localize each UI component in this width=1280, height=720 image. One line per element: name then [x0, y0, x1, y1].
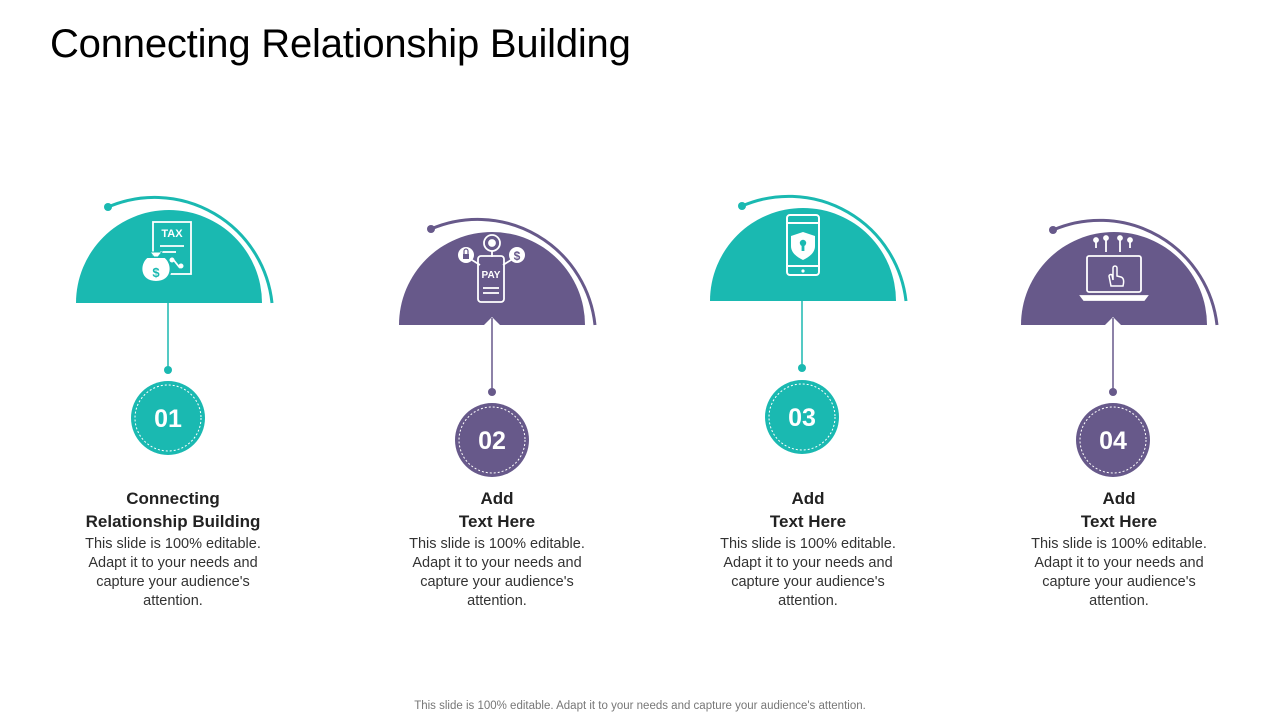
step-1-heading: Connecting Relationship Building [53, 487, 293, 533]
step-1-connector-dot [164, 366, 172, 374]
step-4-outer-arc [1052, 218, 1219, 326]
tax-icon-label: TAX [161, 228, 183, 240]
step-1-number-ring [134, 384, 202, 452]
step-1-heading-line2: Relationship Building [85, 512, 261, 531]
step-1-arc-dot [104, 203, 112, 211]
step-3-heading: Add Text Here [688, 487, 928, 533]
step-4-heading-line1: Add [1102, 489, 1136, 508]
step-3-heading-line1: Add [791, 489, 825, 508]
step-4-arc-dot [1049, 226, 1057, 234]
step-2-graphic: $ PAY [399, 217, 597, 477]
step-3-number: 03 [788, 404, 816, 432]
step-4-number: 04 [1099, 427, 1127, 455]
step-4-connector-dot [1109, 388, 1117, 396]
step-3-connector-dot [798, 364, 806, 372]
step-3-number-circle [765, 380, 839, 454]
step-4-text: Add Text Here This slide is 100% editabl… [999, 487, 1239, 611]
step-2-half-dome [399, 232, 585, 325]
laptop-touch-icon [1079, 235, 1149, 301]
step-1-graphic: TAX $ [76, 195, 274, 455]
step-3-outer-arc [741, 194, 908, 302]
step-4-number-circle [1076, 403, 1150, 477]
step-1-outer-arc [107, 195, 274, 304]
step-3-number-ring [768, 383, 836, 451]
step-2-outer-arc [430, 217, 597, 326]
step-4-heading: Add Text Here [999, 487, 1239, 533]
step-1-heading-line1: Connecting [126, 489, 220, 508]
step-3-text: Add Text Here This slide is 100% editabl… [688, 487, 928, 611]
step-2-text: Add Text Here This slide is 100% editabl… [377, 487, 617, 611]
step-2-body: This slide is 100% editable. Adapt it to… [409, 536, 585, 609]
step-1-text: Connecting Relationship Building This sl… [53, 487, 293, 611]
step-3-body: This slide is 100% editable. Adapt it to… [720, 536, 896, 609]
step-4-body: This slide is 100% editable. Adapt it to… [1031, 536, 1207, 609]
step-1-half-dome [76, 210, 262, 303]
step-1-number: 01 [154, 405, 182, 433]
pay-dollar-sign: $ [514, 249, 521, 263]
pay-icon-label: PAY [482, 270, 501, 281]
slide-title: Connecting Relationship Building [50, 22, 631, 66]
step-4-heading-line2: Text Here [1080, 512, 1158, 531]
step-2-heading-line1: Add [480, 489, 514, 508]
step-4-graphic [1021, 218, 1219, 477]
step-4-half-dome [1021, 232, 1207, 325]
footer-note: This slide is 100% editable. Adapt it to… [414, 700, 866, 712]
step-1-number-circle [131, 381, 205, 455]
step-2-connector-dot [488, 388, 496, 396]
step-2-heading-line2: Text Here [458, 512, 536, 531]
step-2-arc-dot [427, 225, 435, 233]
money-bag-dollar: $ [152, 265, 160, 280]
step-2-number-ring [458, 406, 526, 474]
step-3-arc-dot [738, 202, 746, 210]
phone-security-shield-icon [786, 214, 820, 276]
step-3-graphic [710, 194, 908, 454]
step-1-body: This slide is 100% editable. Adapt it to… [85, 536, 261, 609]
step-2-number: 02 [478, 427, 506, 455]
step-2-number-circle [455, 403, 529, 477]
step-4-number-ring [1079, 406, 1147, 474]
step-2-heading: Add Text Here [377, 487, 617, 533]
tax-money-bag-icon [140, 221, 192, 284]
step-3-heading-line2: Text Here [769, 512, 847, 531]
